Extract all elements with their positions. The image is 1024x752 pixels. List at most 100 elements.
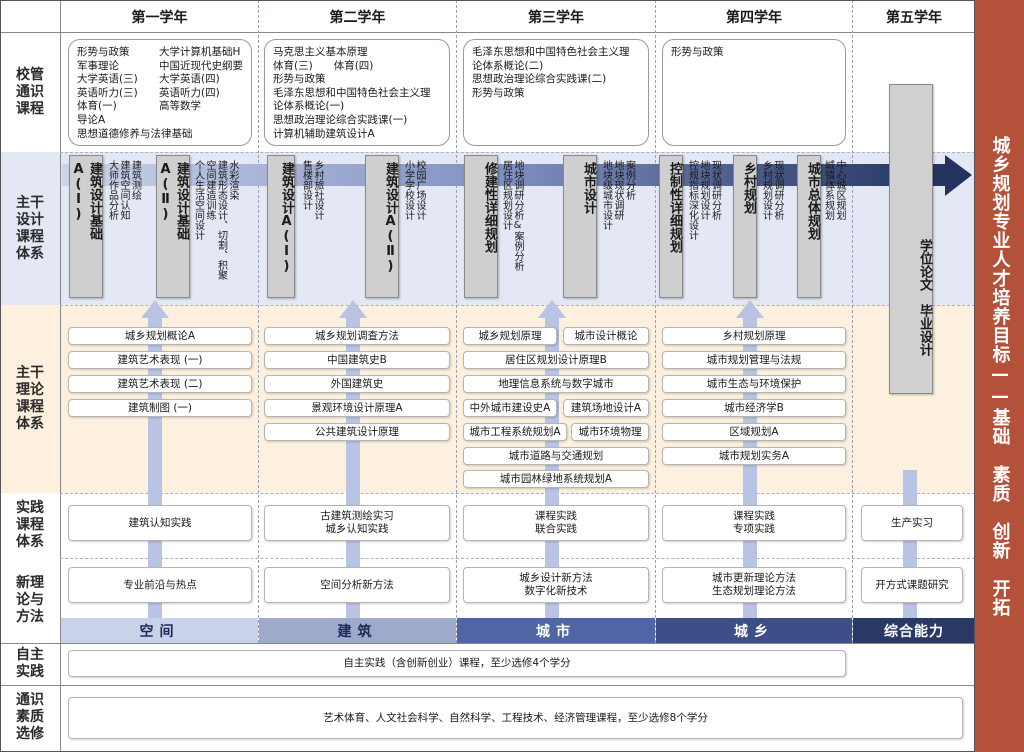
theory-course-box: 城市生态与环境保护 — [662, 375, 846, 393]
practice-box-2: 古建筑测绘实习 城乡认知实践 — [264, 505, 450, 541]
year-header-4: 第四学年 — [726, 9, 782, 26]
general-course-item: 形势与政策 — [273, 73, 326, 86]
year-divider — [258, 0, 259, 643]
theory-course-box: 区域规划A — [662, 423, 846, 441]
design-project-1: 建筑设计基础A(Ⅰ) — [69, 155, 103, 298]
stage-urban-rural: 城乡 — [656, 618, 852, 643]
general-course-item: 毛泽东思想和中国特色社会主义理 — [273, 86, 431, 99]
general-course-item: 形势与政策 — [77, 46, 130, 58]
theory-course-box: 景观环境设计原理A — [264, 399, 450, 417]
stage-comprehensive: 综合能力 — [853, 618, 975, 643]
theory-course-box: 城市园林绿地系统规划A — [463, 470, 649, 488]
row-label-literacy: 通识 素质 选修 — [16, 692, 44, 742]
theory-course-box: 城市规划实务A — [662, 447, 846, 465]
design-project-6: 城市设计 — [563, 155, 597, 298]
side-goal-bar: 城乡规划专业人才培养目标——基础 素质 创新 开拓 — [975, 0, 1024, 752]
general-course-item: 导论A — [77, 113, 106, 126]
design-project-3: 建筑设计A(Ⅰ) — [267, 155, 295, 298]
general-course-item: 计算机辅助建筑设计A — [273, 127, 375, 140]
design-project-9: 城市总体规划 — [797, 155, 821, 298]
general-course-item: 马克思主义基本原理 — [273, 46, 368, 58]
design-project-8: 乡村规划 — [733, 155, 757, 298]
method-box-5: 开方式课题研究 — [861, 567, 963, 603]
year-header-3: 第三学年 — [528, 9, 584, 26]
design-project-topics: 现状调研分析 乡村规划设计 — [760, 160, 784, 220]
design-project-2: 建筑设计基础A(Ⅱ) — [156, 155, 190, 298]
design-project-topics: 校园广场设计 小学学校设计 — [402, 160, 426, 220]
general-course-item: 体育(一) — [77, 100, 117, 113]
row-divider — [60, 305, 975, 306]
row-divider — [60, 558, 975, 559]
theory-course-box: 公共建筑设计原理 — [264, 423, 450, 441]
general-course-item: 论体系概论(一) — [273, 100, 345, 113]
row-label-theory: 主干 理论 课程 体系 — [16, 365, 44, 432]
general-course-item: 形势与政策 — [671, 46, 724, 58]
year-divider — [655, 0, 656, 643]
year-header-1: 第一学年 — [131, 9, 188, 26]
theory-course-box: 中外城市建设史A — [463, 399, 557, 417]
design-project-topics: 案例分析 地块现状调研 地块级城市设计 — [600, 160, 635, 230]
theory-course-box: 城市工程系统规划A — [463, 423, 567, 441]
general-course-item: 大学计算机基础H — [159, 46, 241, 58]
year-header-2: 第二学年 — [329, 9, 386, 26]
general-course-item: 大学英语(四) — [159, 73, 220, 86]
general-course-item: 中国近现代史纲要 — [159, 59, 243, 72]
year-divider — [456, 0, 457, 643]
theory-course-box: 城市经济学B — [662, 399, 846, 417]
theory-course-box: 城市道路与交通规划 — [463, 447, 649, 465]
design-project-4: 建筑设计A(Ⅱ) — [365, 155, 399, 298]
literacy-box: 艺术体育、人文社会科学、自然科学、工程技术、经济管理课程，至少选修8个学分 — [68, 697, 963, 739]
theory-course-box: 中国建筑史B — [264, 351, 450, 369]
practice-box-5: 生产实习 — [861, 505, 963, 541]
row-label-general: 校管 通识 课程 — [16, 67, 44, 117]
theory-course-box: 外国建筑史 — [264, 375, 450, 393]
general-course-item: 思想政治理论综合实践课(二) — [472, 73, 607, 86]
general-courses-year2: 马克思主义基本原理体育(三) 体育(四)形势与政策毛泽东思想和中国特色社会主义理… — [264, 39, 450, 146]
general-course-item: 思想政治理论综合实践课(一) — [273, 113, 408, 126]
design-project-topics: 建筑测绘 建筑空间认知 大师作品分析 — [106, 160, 141, 220]
theory-course-box: 建筑艺术表现 (二) — [68, 375, 252, 393]
header-band — [0, 0, 975, 33]
general-course-item: 形势与政策 — [472, 86, 525, 99]
theory-course-box: 建筑艺术表现 (一) — [68, 351, 252, 369]
stage-architecture: 建筑 — [259, 618, 456, 643]
theory-course-box: 城市规划管理与法规 — [662, 351, 846, 369]
design-project-topics: 现状调研分析 地块规划设计 控规指标深化设计 — [686, 160, 721, 240]
method-box-3: 城乡设计新方法 数字化新技术 — [463, 567, 649, 603]
design-project-5: 修建性详细规划 — [464, 155, 498, 298]
row-divider — [60, 493, 975, 494]
theory-course-box: 乡村规划原理 — [662, 327, 846, 345]
theory-course-box: 城乡规划调查方法 — [264, 327, 450, 345]
general-course-item: 体育(三) 体育(四) — [273, 59, 374, 72]
theory-course-box: 城市设计概论 — [563, 327, 649, 345]
general-course-item: 英语听力(四) — [159, 86, 220, 99]
label-column-divider — [60, 0, 61, 752]
design-project-topics: 水彩渲染 建筑形态设计、切割、积聚 空间建造训练 个人生活空间设计 — [192, 160, 239, 280]
outer-border — [0, 0, 975, 752]
general-course-item: 思想道德修养与法律基础 — [77, 127, 193, 140]
general-course-item: 大学英语(三) — [77, 73, 138, 86]
stage-city: 城市 — [457, 618, 655, 643]
method-box-1: 专业前沿与热点 — [68, 567, 252, 603]
theory-course-box: 城乡规划原理 — [463, 327, 557, 345]
design-project-topics: 乡村旅社设计 售楼部设计 — [300, 160, 324, 220]
general-course-item: 英语听力(三) — [77, 86, 138, 99]
method-box-2: 空间分析新方法 — [264, 567, 450, 603]
practice-box-1: 建筑认知实践 — [68, 505, 252, 541]
theory-course-box: 居住区规划设计原理B — [463, 351, 649, 369]
method-box-4: 城市更新理论方法 生态规划理论方法 — [662, 567, 846, 603]
general-course-item: 军事理论 — [77, 59, 119, 72]
row-label-method: 新理 论与 方法 — [16, 575, 44, 625]
design-project-topics: 地块调研分析&案例分析 居住区规划设计 — [500, 160, 524, 271]
side-goal-title: 城乡规划专业人才培养目标——基础 素质 创新 开拓 — [989, 135, 1011, 617]
autonomy-box: 自主实践（含创新创业）课程，至少选修4个学分 — [68, 650, 846, 677]
general-course-item: 高等数学 — [159, 100, 201, 113]
row-label-design: 主干 设计 课程 体系 — [16, 194, 44, 262]
general-course-item: 毛泽东思想和中国特色社会主义理 — [472, 46, 630, 58]
theory-course-box: 城市环境物理 — [571, 423, 649, 441]
design-project-topics: 中心城区规划 城镇体系规划 — [822, 160, 846, 220]
design-project-10: 学位论文 毕业设计 — [889, 84, 933, 394]
practice-box-3: 课程实践 联合实践 — [463, 505, 649, 541]
